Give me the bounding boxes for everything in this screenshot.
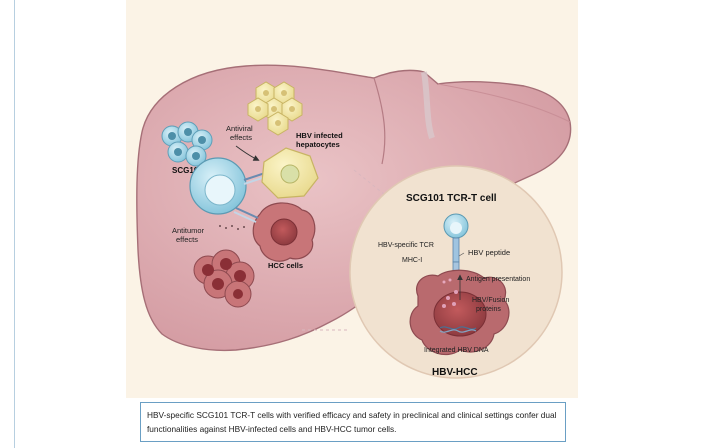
figure-caption: HBV-specific SCG101 TCR-T cells with ver… (140, 402, 566, 442)
hcc-cells-label: HCC cells (268, 261, 303, 270)
scg101-cell-cluster (161, 121, 213, 167)
scg101-label: SCG101 (172, 166, 203, 175)
antitumor-label-line2: effects (176, 235, 198, 244)
infected-hepatocyte (261, 147, 319, 199)
antiviral-label-line2: effects (230, 133, 252, 142)
hbv-infected-label-line1: HBV infected (296, 131, 343, 140)
inset-t-cell (443, 213, 469, 273)
peptide-pointer (458, 252, 465, 257)
inset-title: SCG101 TCR-T cell (406, 193, 497, 204)
inset-tcr-label: HBV-specific TCR (378, 242, 434, 249)
inset-bottom-label: HBV-HCC (432, 367, 478, 378)
page-left-rule (14, 0, 15, 448)
hcc-cell-main (252, 202, 316, 262)
inset-antigen-label: Antigen presentation (466, 276, 530, 283)
inset-peptide-label: HBV peptide (468, 248, 510, 257)
inset-fusion-label-line2: proteins (476, 306, 501, 313)
hepatocyte-cluster (247, 81, 303, 136)
dotted-effect-trail (219, 225, 245, 230)
inset-tumor-cell (409, 269, 510, 355)
antiviral-arrow (235, 145, 260, 161)
figure-illustration: SCG101 HBV infected hepatocytes Antivira… (126, 0, 578, 398)
hbv-infected-label-line2: hepatocytes (296, 140, 340, 149)
tcr-t-cell (189, 157, 247, 215)
inset-mhc-label: MHC-I (402, 257, 422, 264)
inset-dna-label: Integrated HBV DNA (424, 347, 489, 354)
caption-text: HBV-specific SCG101 TCR-T cells with ver… (147, 410, 557, 434)
antitumor-label-line1: Antitumor (172, 226, 205, 235)
hcc-cell-cluster (193, 249, 255, 308)
antiviral-label-line1: Antiviral (226, 124, 253, 133)
inset-fusion-label-line1: HBV/Fusion (472, 297, 509, 304)
tcr-to-hcc-link (233, 207, 259, 223)
